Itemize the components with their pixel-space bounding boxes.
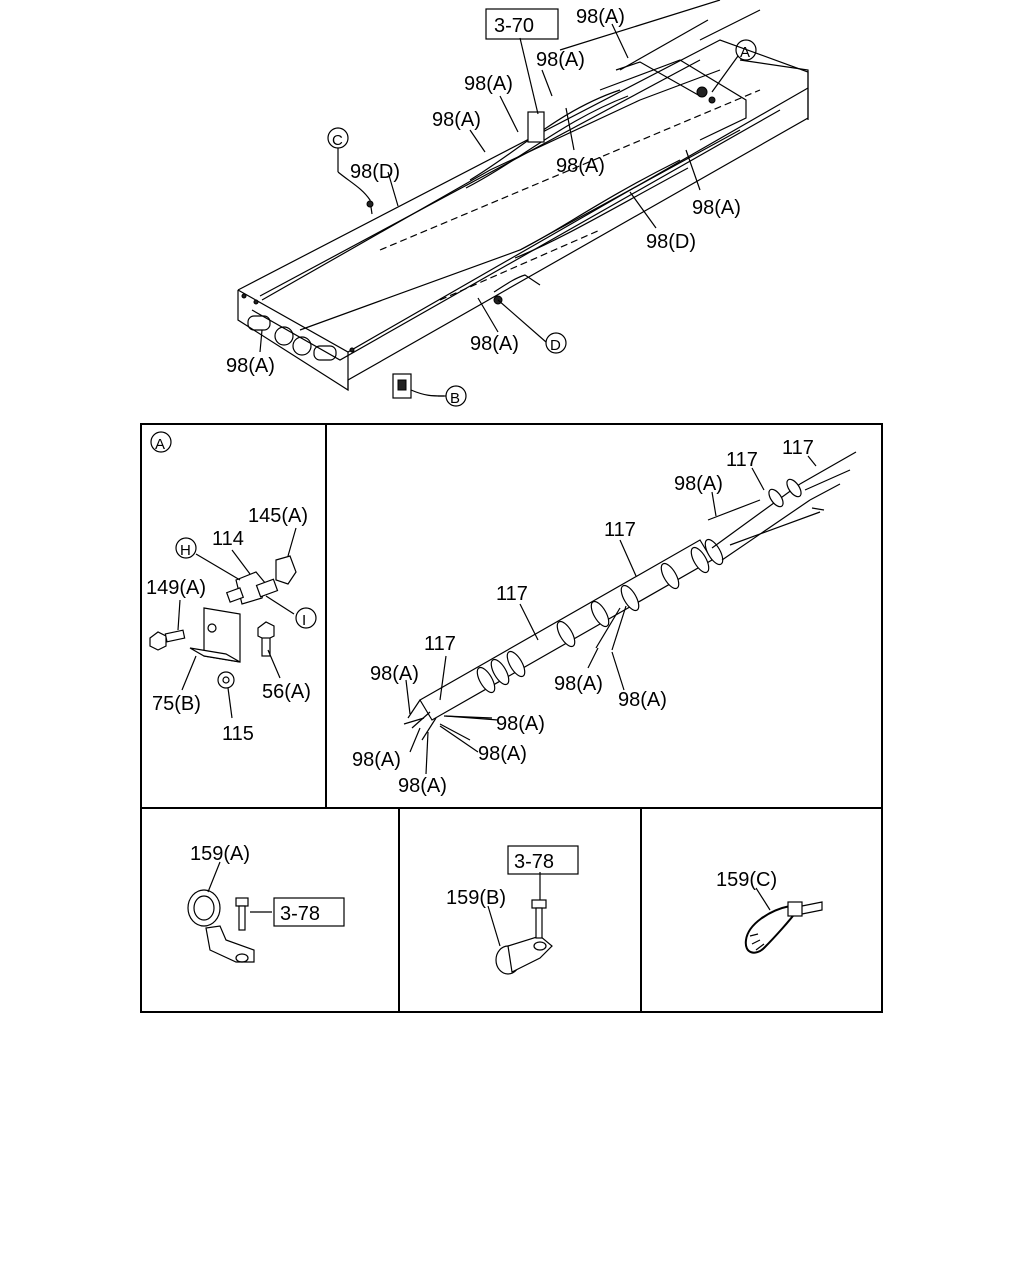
clip-a-bracket xyxy=(205,925,255,963)
circle-marker-c-text: C xyxy=(332,132,343,149)
details-frame xyxy=(140,423,883,1013)
label-i: I xyxy=(302,612,306,629)
circle-marker-b xyxy=(445,385,467,407)
ref-box-3-78-a-text: 3-78 xyxy=(280,903,320,925)
circle-marker-a-text: A xyxy=(740,44,750,61)
callout-98d-1: 98(D) xyxy=(350,161,400,183)
label-h: H xyxy=(180,542,191,559)
ref-box-3-78-b[interactable] xyxy=(507,845,579,875)
nut-115 xyxy=(217,671,235,689)
circle-marker-i xyxy=(295,607,317,629)
callout-98a-6: 98(A) xyxy=(692,197,741,219)
cable-tie-strap xyxy=(744,905,797,954)
circle-marker-a xyxy=(735,39,757,61)
callout-98a-3: 98(A) xyxy=(464,73,513,95)
label-98a-l4: 98(A) xyxy=(352,749,401,771)
callout-98a-top: 98(A) xyxy=(576,6,625,28)
detail-a-tag xyxy=(150,431,172,453)
circle-marker-h xyxy=(175,537,197,559)
label-98a-m1: 98(A) xyxy=(554,673,603,695)
label-117-a: 117 xyxy=(424,633,456,655)
label-98a-l5: 98(A) xyxy=(398,775,447,797)
label-117-e: 117 xyxy=(782,437,814,459)
bolt-149 xyxy=(149,631,167,651)
ref-box-3-70[interactable] xyxy=(485,8,559,40)
detail-a-tag-text: A xyxy=(155,436,165,453)
circle-marker-d xyxy=(545,332,567,354)
callout-98a-5: 98(A) xyxy=(556,155,605,177)
label-75b: 75(B) xyxy=(152,693,201,715)
label-115: 115 xyxy=(222,723,254,745)
callout-98a-side: 98(A) xyxy=(470,333,519,355)
callout-98a-2: 98(A) xyxy=(536,49,585,71)
label-56a: 56(A) xyxy=(262,681,311,703)
detail-a-panel: A 145(A) 114 H 149(A) I xyxy=(146,431,317,745)
label-98a-l2: 98(A) xyxy=(496,713,545,735)
circle-marker-c xyxy=(327,127,349,149)
clip-b-bolt-head xyxy=(531,899,547,909)
callout-98a-front: 98(A) xyxy=(226,355,275,377)
label-117-d: 117 xyxy=(726,449,758,471)
ref-box-3-78-a[interactable] xyxy=(273,897,345,927)
label-98a-top: 98(A) xyxy=(674,473,723,495)
label-114: 114 xyxy=(212,528,244,550)
clip-a-ring xyxy=(187,889,221,927)
label-98a-m2: 98(A) xyxy=(618,689,667,711)
bolt-56 xyxy=(257,621,275,641)
ref-box-3-78-b-text: 3-78 xyxy=(514,851,554,873)
label-117-b: 117 xyxy=(496,583,528,605)
circle-marker-d-text: D xyxy=(550,337,561,354)
clip-b-panel: 159(B) 3-78 xyxy=(446,845,579,975)
harness-panel: 117 117 98(A) 117 117 117 98(A) 98(A) 98… xyxy=(352,437,857,797)
clip-a-bolt-head xyxy=(235,897,249,907)
clip-c-panel: 159(C) xyxy=(716,869,823,954)
label-98a-l1: 98(A) xyxy=(370,663,419,685)
chassis-frame-drawing xyxy=(237,0,809,399)
label-98a-l3: 98(A) xyxy=(478,743,527,765)
circle-marker-b-text: B xyxy=(450,390,460,407)
label-117-c: 117 xyxy=(604,519,636,541)
clip-b-tab xyxy=(507,935,553,973)
clip-a-panel: 159(A) 3-78 xyxy=(187,843,345,963)
label-145a: 145(A) xyxy=(248,505,308,527)
cable-tie-head xyxy=(787,901,803,917)
label-159b: 159(B) xyxy=(446,887,506,909)
label-149a: 149(A) xyxy=(146,577,206,599)
label-159a: 159(A) xyxy=(190,843,250,865)
callout-98a-4: 98(A) xyxy=(432,109,481,131)
ref-box-3-70-text: 3-70 xyxy=(494,15,534,37)
callout-98d-2: 98(D) xyxy=(646,231,696,253)
elbow-fitting xyxy=(275,555,297,585)
label-159c: 159(C) xyxy=(716,869,777,891)
